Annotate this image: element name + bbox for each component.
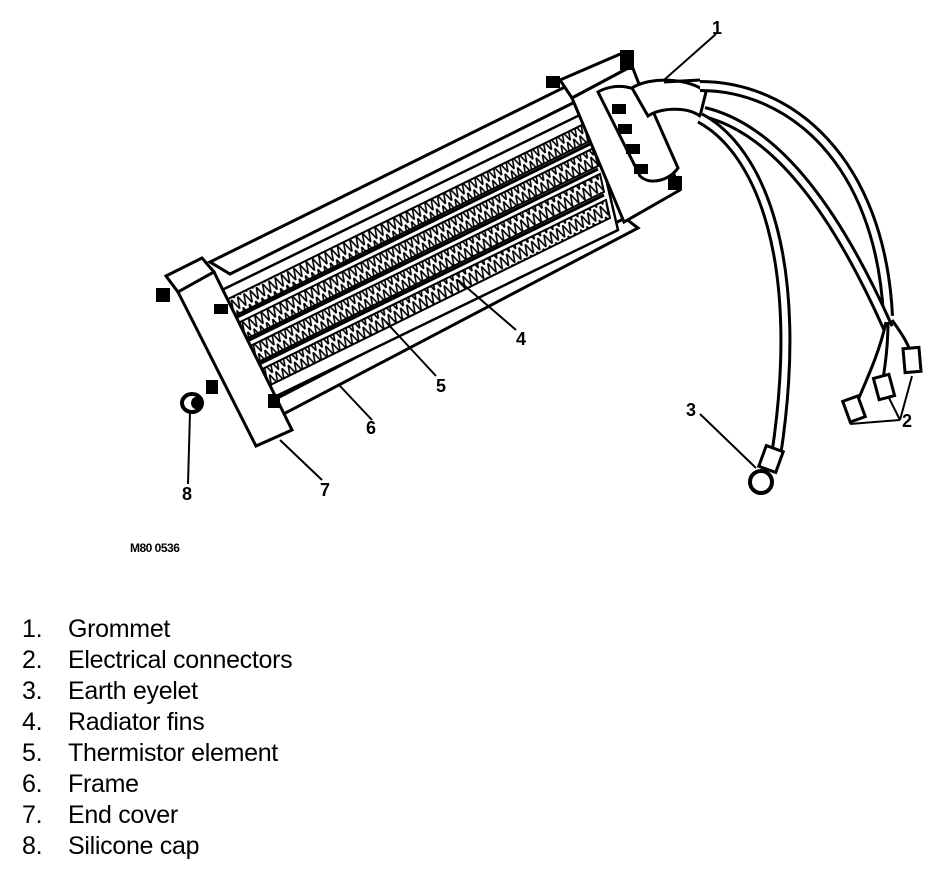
callout-1: 1: [712, 18, 722, 38]
legend-number: 3.: [22, 677, 43, 705]
parts-legend: 1. Grommet 2. Electrical connectors 3. Eart…: [22, 614, 293, 862]
legend-label: Frame: [68, 770, 139, 798]
end-cover: [156, 256, 295, 448]
callout-5: 5: [436, 376, 446, 396]
callout-7: 7: [320, 480, 330, 500]
legend-label: Electrical connectors: [68, 646, 293, 674]
legend-item: 1. Grommet: [22, 614, 292, 645]
callout-6: 6: [366, 418, 376, 438]
legend-item: 7. End cover: [22, 800, 292, 831]
legend-label: Grommet: [68, 615, 171, 643]
legend-item: 8. Silicone cap: [22, 831, 292, 862]
legend-number: 1.: [22, 615, 43, 643]
legend-number: 2.: [22, 646, 43, 674]
legend-item: 6. Frame: [22, 769, 292, 800]
legend-item: 5. Thermistor element: [22, 738, 292, 769]
legend-item: 2. Electrical connectors: [22, 645, 293, 676]
legend-item: 4. Radiator fins: [22, 707, 292, 738]
legend-item: 3. Earth eyelet: [22, 676, 292, 707]
legend-number: 5.: [22, 739, 43, 767]
cable-harness: [697, 80, 914, 457]
legend-number: 6.: [22, 770, 43, 798]
legend-label: Radiator fins: [68, 708, 205, 736]
callout-3: 3: [686, 400, 696, 420]
legend-number: 4.: [22, 708, 43, 736]
callout-2: 2: [902, 411, 912, 431]
legend-label: Thermistor element: [68, 739, 278, 767]
legend-number: 7.: [22, 801, 43, 829]
callout-numbers: 1 2 3 4 5 6 7 8: [182, 18, 912, 504]
thermistor-element: [228, 141, 605, 375]
callout-8: 8: [182, 484, 192, 504]
figure-code: M80 0536: [130, 541, 180, 555]
radiator-fins: [224, 120, 612, 398]
callout-4: 4: [516, 329, 526, 349]
legend-label: Silicone cap: [68, 832, 200, 860]
leader-lines: [187, 33, 913, 485]
electrical-connectors: [840, 345, 923, 424]
heater-diagram: 1 2 3 4 5 6 7 8 M80 0536: [130, 18, 923, 555]
right-end-block: [546, 50, 682, 225]
legend-label: End cover: [68, 801, 178, 829]
legend-number: 8.: [22, 832, 43, 860]
legend-label: Earth eyelet: [68, 677, 198, 705]
earth-eyelet: [748, 443, 786, 495]
silicone-cap: [180, 392, 204, 414]
